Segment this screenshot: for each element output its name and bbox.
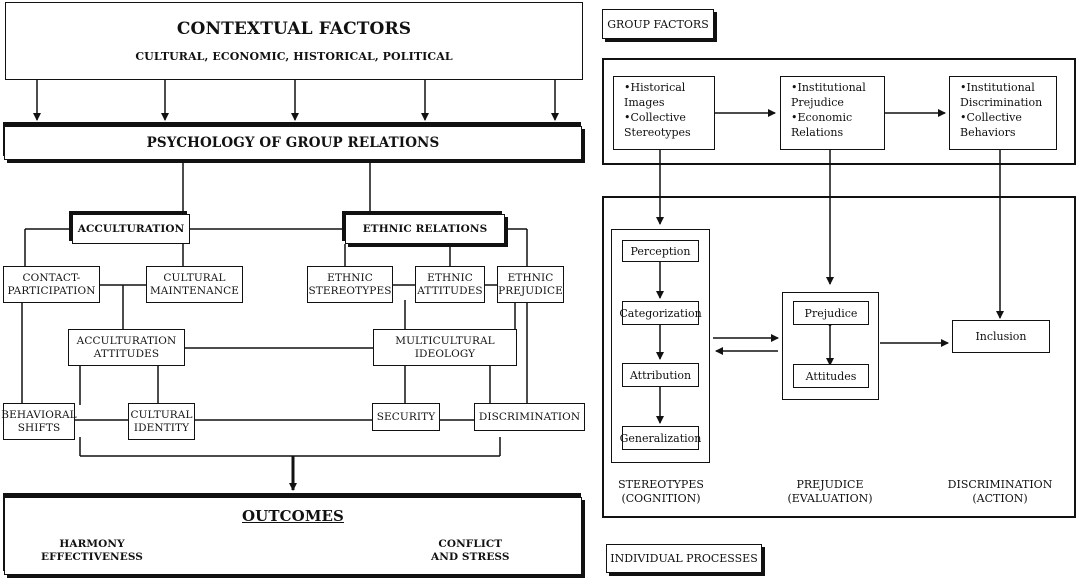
prejudice-caption: PREJUDICE (EVALUATION) — [787, 478, 873, 505]
inclusion-box: Inclusion — [952, 320, 1050, 353]
discrimination-caption: DISCRIMINATION (ACTION) — [947, 478, 1053, 505]
group-factors-label: GROUP FACTORS — [607, 17, 709, 31]
cultural-identity-box: CULTURAL IDENTITY — [128, 403, 195, 440]
acculturation-box: ACCULTURATION — [72, 214, 190, 244]
ethnic-attitudes-box: ETHNIC ATTITUDES — [415, 266, 485, 303]
multicultural-ideology-label: MULTICULTURAL IDEOLOGY — [395, 334, 495, 360]
contact-participation-label: CONTACT- PARTICIPATION — [7, 271, 96, 297]
factor-box-institutional-prejudice: Institutional Prejudice Economic Relatio… — [780, 76, 885, 150]
prejudice-box: Prejudice — [793, 301, 869, 325]
harmony-effectiveness-label: HARMONY EFFECTIVENESS — [41, 538, 143, 564]
discrimination-box: DISCRIMINATION — [474, 403, 585, 431]
ethnic-relations-label: ETHNIC RELATIONS — [362, 222, 488, 235]
inclusion-label: Inclusion — [975, 330, 1027, 343]
contextual-factors-title: CONTEXTUAL FACTORS — [176, 19, 412, 40]
attitudes-label: Attitudes — [805, 369, 857, 383]
factor-box-institutional-discrimination: Institutional Discrimination Collective … — [949, 76, 1057, 150]
contextual-factors-subtitle: CULTURAL, ECONOMIC, HISTORICAL, POLITICA… — [135, 49, 453, 63]
acculturation-attitudes-box: ACCULTURATION ATTITUDES — [68, 329, 185, 366]
behavioral-shifts-label: BEHAVIORAL SHIFTS — [1, 408, 77, 434]
individual-processes-label: INDIVIDUAL PROCESSES — [610, 552, 758, 565]
contact-participation-box: CONTACT- PARTICIPATION — [3, 266, 100, 303]
prejudice-frame — [782, 292, 879, 400]
psychology-title: PSYCHOLOGY OF GROUP RELATIONS — [146, 134, 440, 151]
individual-processes-frame — [602, 196, 1076, 518]
ethnic-stereotypes-box: ETHNIC STEREOTYPES — [307, 266, 393, 303]
security-box: SECURITY — [372, 403, 440, 431]
attitudes-box: Attitudes — [793, 364, 869, 388]
group-factors-tag: GROUP FACTORS — [602, 9, 714, 39]
cultural-maintenance-box: CULTURAL MAINTENANCE — [146, 266, 243, 303]
process-generalization: Generalization — [619, 426, 702, 450]
factor-item: Collective Behaviors — [960, 111, 1050, 141]
factor-box-historical: Historical Images Collective Stereotypes — [613, 76, 715, 150]
ethnic-relations-box: ETHNIC RELATIONS — [345, 214, 505, 244]
group-factors-frame — [602, 58, 1076, 165]
security-label: SECURITY — [376, 410, 436, 423]
factor-item: Institutional Discrimination — [960, 81, 1050, 111]
behavioral-shifts-box: BEHAVIORAL SHIFTS — [1, 403, 77, 440]
psychology-of-group-relations-box: PSYCHOLOGY OF GROUP RELATIONS — [4, 126, 582, 160]
process-label: Perception — [630, 244, 691, 258]
process-categorization: Categorization — [619, 301, 702, 325]
outcomes-title: OUTCOMES — [242, 507, 344, 525]
acculturation-label: ACCULTURATION — [77, 222, 185, 235]
ethnic-stereotypes-label: ETHNIC STEREOTYPES — [308, 271, 392, 297]
conflict-and-stress-label: CONFLICT AND STRESS — [431, 538, 510, 564]
ethnic-prejudice-box: ETHNIC PREJUDICE — [497, 266, 564, 303]
factor-item: Collective Stereotypes — [624, 111, 708, 141]
contextual-factors-box: CONTEXTUAL FACTORS CULTURAL, ECONOMIC, H… — [5, 2, 583, 80]
ethnic-prejudice-label: ETHNIC PREJUDICE — [498, 271, 563, 297]
acculturation-attitudes-label: ACCULTURATION ATTITUDES — [76, 334, 177, 360]
process-label: Generalization — [619, 431, 702, 445]
discrimination-label: DISCRIMINATION — [478, 410, 581, 423]
outcomes-box: OUTCOMES HARMONY EFFECTIVENESS CONFLICT … — [4, 497, 582, 575]
stereotypes-column — [611, 229, 710, 463]
multicultural-ideology-box: MULTICULTURAL IDEOLOGY — [373, 329, 517, 366]
process-attribution: Attribution — [622, 363, 699, 387]
ethnic-attitudes-label: ETHNIC ATTITUDES — [417, 271, 483, 297]
stereotypes-caption: STEREOTYPES (COGNITION) — [618, 478, 704, 505]
individual-processes-tag: INDIVIDUAL PROCESSES — [606, 544, 762, 573]
process-label: Categorization — [619, 306, 702, 320]
prejudice-label: Prejudice — [804, 306, 858, 320]
process-label: Attribution — [629, 368, 692, 382]
factor-item: Economic Relations — [791, 111, 878, 141]
cultural-maintenance-label: CULTURAL MAINTENANCE — [149, 271, 240, 297]
factor-item: Institutional Prejudice — [791, 81, 878, 111]
cultural-identity-label: CULTURAL IDENTITY — [130, 408, 193, 434]
factor-item: Historical Images — [624, 81, 708, 111]
process-perception: Perception — [622, 240, 699, 262]
